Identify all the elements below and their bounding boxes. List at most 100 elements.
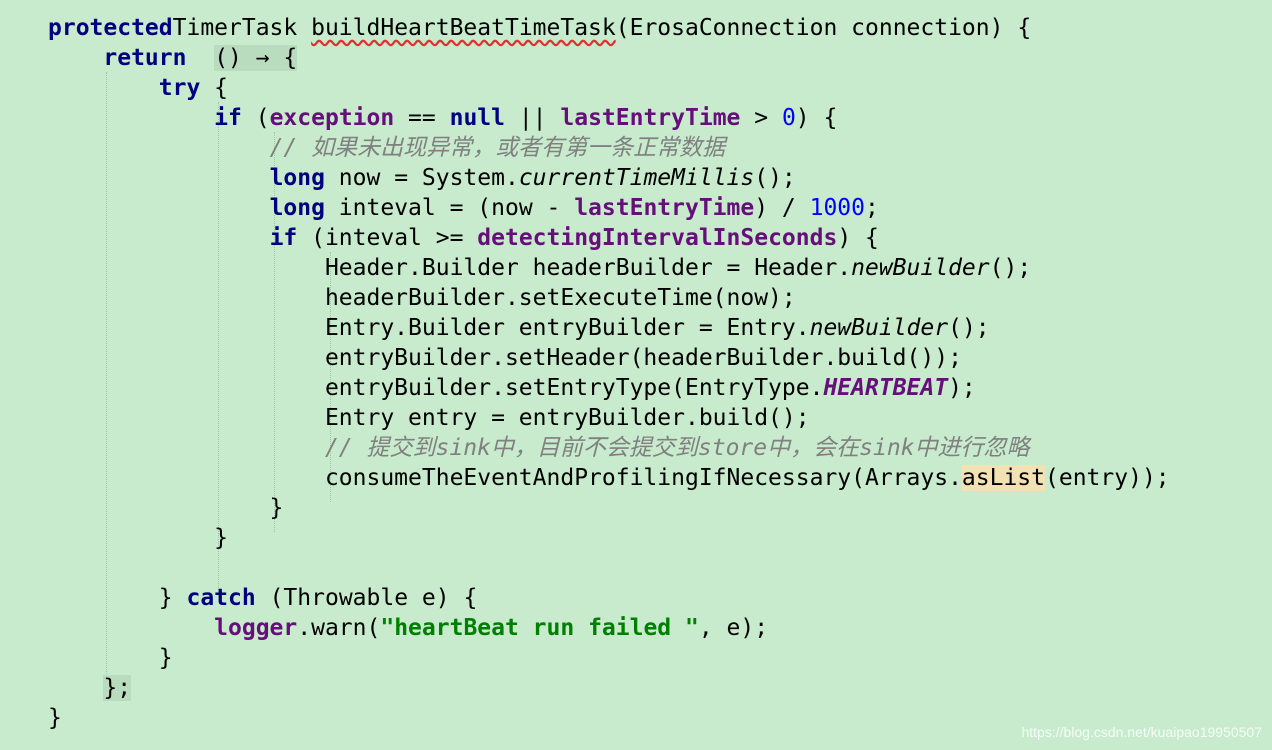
code-line[interactable]: // 如果未出现异常，或者有第一条正常数据 <box>48 133 726 163</box>
code-line[interactable]: } <box>48 523 228 553</box>
code-token: entryBuilder.setHeader(headerBuilder.bui… <box>48 345 962 371</box>
code-line[interactable]: } <box>48 703 62 733</box>
keyword: if <box>269 225 298 251</box>
code-token: (Throwable e) { <box>255 585 478 611</box>
keyword: long <box>269 165 325 191</box>
code-token: { <box>200 75 229 101</box>
code-token: ; <box>865 195 879 221</box>
code-token: entryBuilder.setEntryType(EntryType. <box>48 375 824 401</box>
static-method: currentTimeMillis <box>518 165 755 191</box>
field: exception <box>269 105 395 131</box>
keyword: return <box>103 45 187 71</box>
indent-guide <box>274 132 275 532</box>
folded-lambda[interactable]: }; <box>103 675 132 701</box>
code-token: inteval = (now - <box>324 195 575 221</box>
code-token: .warn( <box>297 615 381 641</box>
number-literal: 0 <box>781 105 796 131</box>
code-token <box>48 45 103 71</box>
watermark: https://blog.csdn.net/kuaipao19950507 <box>1021 724 1262 740</box>
code-token: } <box>48 645 173 671</box>
code-token <box>48 135 270 161</box>
code-token <box>48 615 214 641</box>
code-token: (); <box>989 255 1032 281</box>
comment: // 提交到sink中，目前不会提交到store中，会在sink中进行忽略 <box>324 435 1030 461</box>
code-token: , e); <box>698 615 769 641</box>
field: detectingIntervalInSeconds <box>477 225 838 251</box>
code-line[interactable]: logger.warn("heartBeat run failed ", e); <box>48 613 768 643</box>
string-literal: "heartBeat run failed " <box>380 615 699 641</box>
code-token: Entry entry = entryBuilder.build(); <box>48 405 810 431</box>
code-token: ); <box>948 375 976 401</box>
code-token: == <box>394 105 450 131</box>
code-token: } <box>48 585 187 611</box>
code-token: (ErosaConnection connection) { <box>615 15 1032 41</box>
code-token: } <box>48 705 62 731</box>
code-token <box>186 45 214 71</box>
code-line[interactable]: Header.Builder headerBuilder = Header.ne… <box>48 253 1031 283</box>
code-token <box>48 75 159 101</box>
field: logger <box>214 615 298 641</box>
code-token: headerBuilder.setExecuteTime(now); <box>48 285 796 311</box>
code-token: } <box>48 495 284 521</box>
code-token: > <box>740 105 782 131</box>
code-token: now = System. <box>324 165 519 191</box>
code-line[interactable]: entryBuilder.setHeader(headerBuilder.bui… <box>48 343 962 373</box>
number-literal: 1000 <box>809 195 865 221</box>
folded-lambda[interactable]: () → { <box>214 45 298 71</box>
code-line[interactable]: if (exception == null || lastEntryTime >… <box>48 103 837 133</box>
indent-guide <box>330 252 331 502</box>
method-name: buildHeartBeatTimeTask <box>311 15 616 41</box>
keyword: null <box>449 105 505 131</box>
code-token: TimerTask <box>172 15 312 41</box>
code-line[interactable]: if (inteval >= detectingIntervalInSecond… <box>48 223 879 253</box>
keyword: try <box>158 75 201 101</box>
code-line[interactable]: entryBuilder.setEntryType(EntryType.HEAR… <box>48 373 976 403</box>
code-line[interactable]: consumeTheEventAndProfilingIfNecessary(A… <box>48 463 1170 493</box>
constant: HEARTBEAT <box>823 375 949 401</box>
code-token: (entry)); <box>1045 465 1170 491</box>
code-token: ( <box>241 105 270 131</box>
code-token: Header.Builder headerBuilder = Header. <box>48 255 852 281</box>
code-line[interactable]: } <box>48 493 284 523</box>
code-token <box>48 225 270 251</box>
comment: // 如果未出现异常，或者有第一条正常数据 <box>269 135 726 161</box>
code-line[interactable]: long now = System.currentTimeMillis(); <box>48 163 796 193</box>
code-token: consumeTheEventAndProfilingIfNecessary(A… <box>48 465 962 491</box>
code-token: ) / <box>754 195 810 221</box>
highlighted-method: asList <box>961 465 1046 491</box>
code-token: (); <box>948 315 990 341</box>
code-line[interactable]: long inteval = (now - lastEntryTime) / 1… <box>48 193 879 223</box>
code-line[interactable]: }; <box>48 673 132 703</box>
code-line[interactable]: protectedTimerTask buildHeartBeatTimeTas… <box>48 13 1031 43</box>
code-token: } <box>48 525 229 551</box>
keyword: long <box>269 195 325 221</box>
code-line[interactable]: headerBuilder.setExecuteTime(now); <box>48 283 796 313</box>
code-line[interactable]: } <box>48 643 173 673</box>
keyword: protected <box>48 15 173 41</box>
field: lastEntryTime <box>560 105 741 131</box>
code-token <box>48 675 103 701</box>
keyword: if <box>214 105 242 131</box>
code-token: ) { <box>795 105 838 131</box>
keyword: catch <box>186 585 256 611</box>
indent-guide <box>106 72 107 680</box>
code-line[interactable]: return () → { <box>48 43 298 73</box>
static-method: newBuilder <box>809 315 949 341</box>
code-token: ) { <box>837 225 879 251</box>
code-token: Entry.Builder entryBuilder = Entry. <box>48 315 810 341</box>
code-line[interactable]: } catch (Throwable e) { <box>48 583 478 613</box>
code-token <box>48 165 270 191</box>
indent-guide <box>218 102 219 590</box>
code-line[interactable]: // 提交到sink中，目前不会提交到store中，会在sink中进行忽略 <box>48 433 1030 463</box>
code-token <box>48 435 325 461</box>
code-token <box>48 195 270 221</box>
code-line[interactable]: Entry.Builder entryBuilder = Entry.newBu… <box>48 313 990 343</box>
code-line[interactable]: Entry entry = entryBuilder.build(); <box>48 403 810 433</box>
code-line[interactable]: try { <box>48 73 228 103</box>
code-token <box>48 105 214 131</box>
static-method: newBuilder <box>851 255 990 281</box>
code-token: (inteval >= <box>297 225 478 251</box>
field: lastEntryTime <box>574 195 755 221</box>
code-token: (); <box>754 165 796 191</box>
